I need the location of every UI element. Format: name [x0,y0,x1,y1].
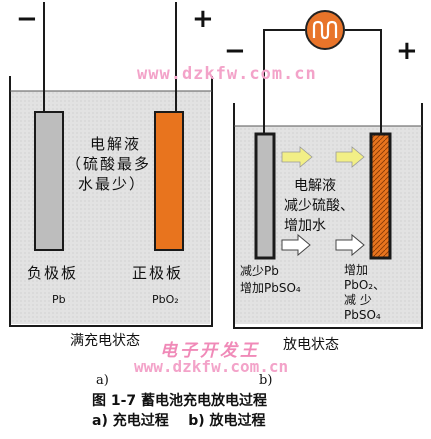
right-neg-plate [254,132,276,260]
left-neg-plate-label: 负极板 [27,264,79,282]
right-neg-note: 减少Pb 增加PbSO₄ [240,264,301,295]
left-cell [9,2,213,327]
right-neg-sign: − [224,36,246,66]
watermark-url-top: www.dzkfw.com.cn [137,64,317,84]
figure-subcaption: a) 充电过程 b) 放电过程 [92,413,266,429]
watermark-logo: 电子开发王 [160,341,260,361]
right-container [233,103,423,329]
left-neg-material: Pb [52,293,66,306]
left-electrolyte-label: 电解液 （硫酸最多 水最少） [66,135,152,193]
left-pos-sign: + [192,4,214,34]
left-pos-plate-label: 正极板 [132,264,184,282]
right-pos-plate [369,132,392,260]
left-pos-plate [154,111,184,251]
left-container [9,76,213,327]
left-neg-sign: − [16,4,38,34]
watermark-url-bottom: www.dzkfw.com.cn [134,357,289,376]
ion-arrows-white [281,233,365,257]
filament-icon [312,20,338,40]
external-circuit [263,29,382,134]
right-tag: b) [259,373,273,388]
left-tag: a) [96,373,109,388]
left-neg-plate [34,111,64,251]
right-cell [233,29,423,329]
lamp-icon [305,10,345,50]
ion-arrows-yellow [281,146,365,168]
right-electrolyte-label: 电解液 减少硫酸、 增加水 [284,178,354,234]
figure-caption: 图 1-7 蓄电池充电放电过程 [92,393,268,409]
right-pos-sign: + [396,36,418,66]
left-state-label: 满充电状态 [70,333,140,349]
left-pos-material: PbO₂ [152,293,179,306]
right-state-label: 放电状态 [283,337,339,353]
right-pos-note: 增加 PbO₂、 减 少 PbSO₄ [344,263,386,322]
